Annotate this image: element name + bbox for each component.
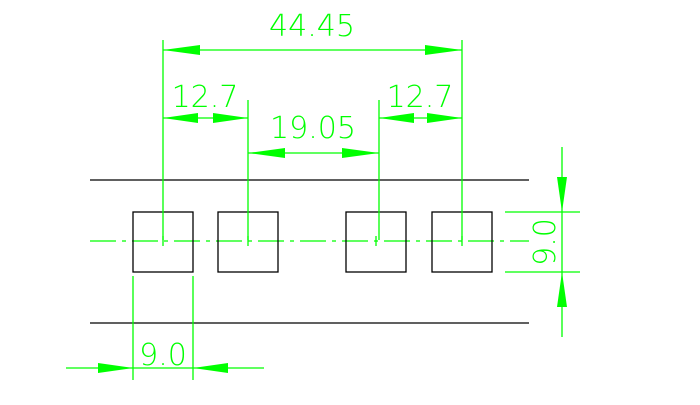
dim-total-label: 44.45: [269, 9, 355, 44]
dim-pad-height-label: 9.0: [528, 218, 563, 266]
dim-pad-width: 9.0: [66, 276, 264, 380]
extension-lines: [162, 40, 463, 240]
dim-right-offset-label: 12.7: [387, 80, 454, 115]
dim-middle-gap: 19.05: [248, 111, 379, 158]
dim-left-offset-label: 12.7: [172, 80, 239, 115]
dim-pad-height: 9.0: [505, 147, 580, 337]
dim-middle-gap-label: 19.05: [270, 111, 356, 146]
pad-3: [345, 211, 407, 273]
dim-right-offset: 12.7: [379, 80, 462, 123]
dim-pad-width-label: 9.0: [139, 338, 187, 373]
dim-total: 44.45: [163, 9, 462, 55]
dim-left-offset: 12.7: [163, 80, 248, 123]
